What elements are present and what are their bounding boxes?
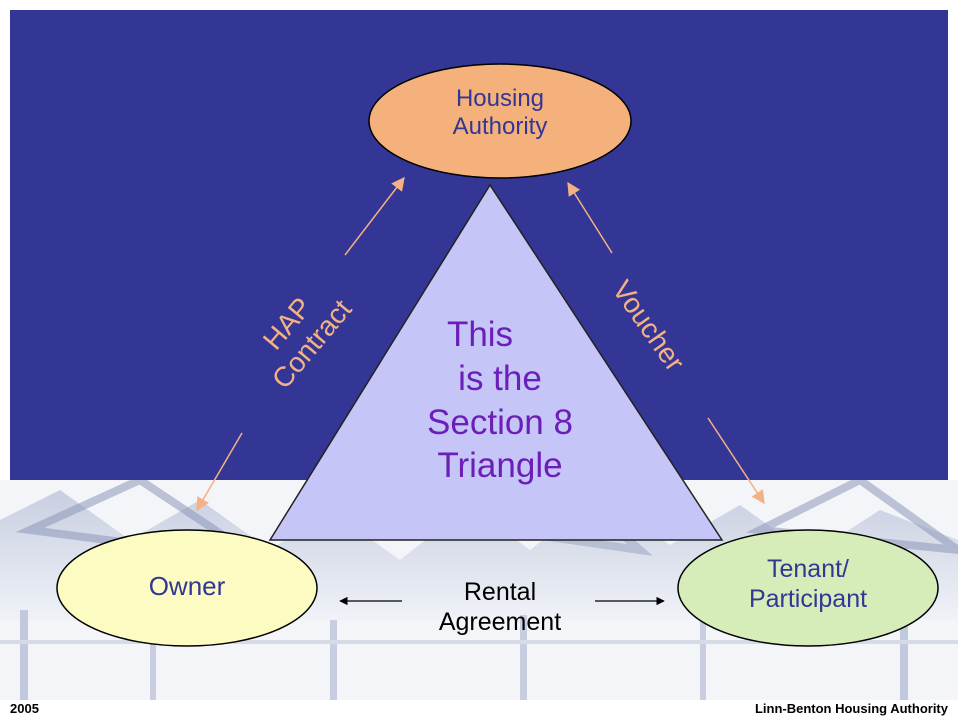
- triangle-label-line1: This: [446, 315, 514, 354]
- rental-agreement-label: Rental Agreement: [415, 578, 585, 637]
- housing-authority-label-line1: Housing: [455, 85, 545, 112]
- rental-agreement-line1: Rental: [463, 578, 537, 606]
- hap-contract-arrow-up: [344, 176, 405, 256]
- section8-triangle-shape: [268, 183, 724, 541]
- housing-authority-label-line2: Authority: [452, 113, 548, 141]
- footer-organization: Linn-Benton Housing Authority: [754, 701, 948, 716]
- tenant-label-line2: Participant: [748, 584, 868, 613]
- rental-agreement-line2: Agreement: [438, 607, 562, 636]
- voucher-arrow-down: [707, 417, 765, 505]
- triangle-label-line4: Triangle: [437, 446, 563, 486]
- housing-authority-node-shape: [368, 63, 632, 179]
- housing-authority-label: Housing Authority: [400, 85, 600, 142]
- triangle-label-line3: Section 8: [427, 402, 573, 442]
- tenant-node-shape: [677, 529, 939, 647]
- hap-contract-arrow-down: [196, 432, 243, 512]
- tenant-participant-label: Tenant/ Participant: [718, 555, 898, 614]
- owner-label-text: Owner: [148, 571, 226, 601]
- triangle-label: This is the Section 8 Triangle: [380, 313, 620, 488]
- footer-year: 2005: [10, 701, 39, 716]
- tenant-label-line1: Tenant/: [766, 555, 849, 583]
- triangle-label-line2: is the: [458, 358, 542, 398]
- voucher-arrow-up: [567, 181, 613, 254]
- owner-node-shape: [56, 529, 318, 647]
- owner-label: Owner: [107, 571, 267, 602]
